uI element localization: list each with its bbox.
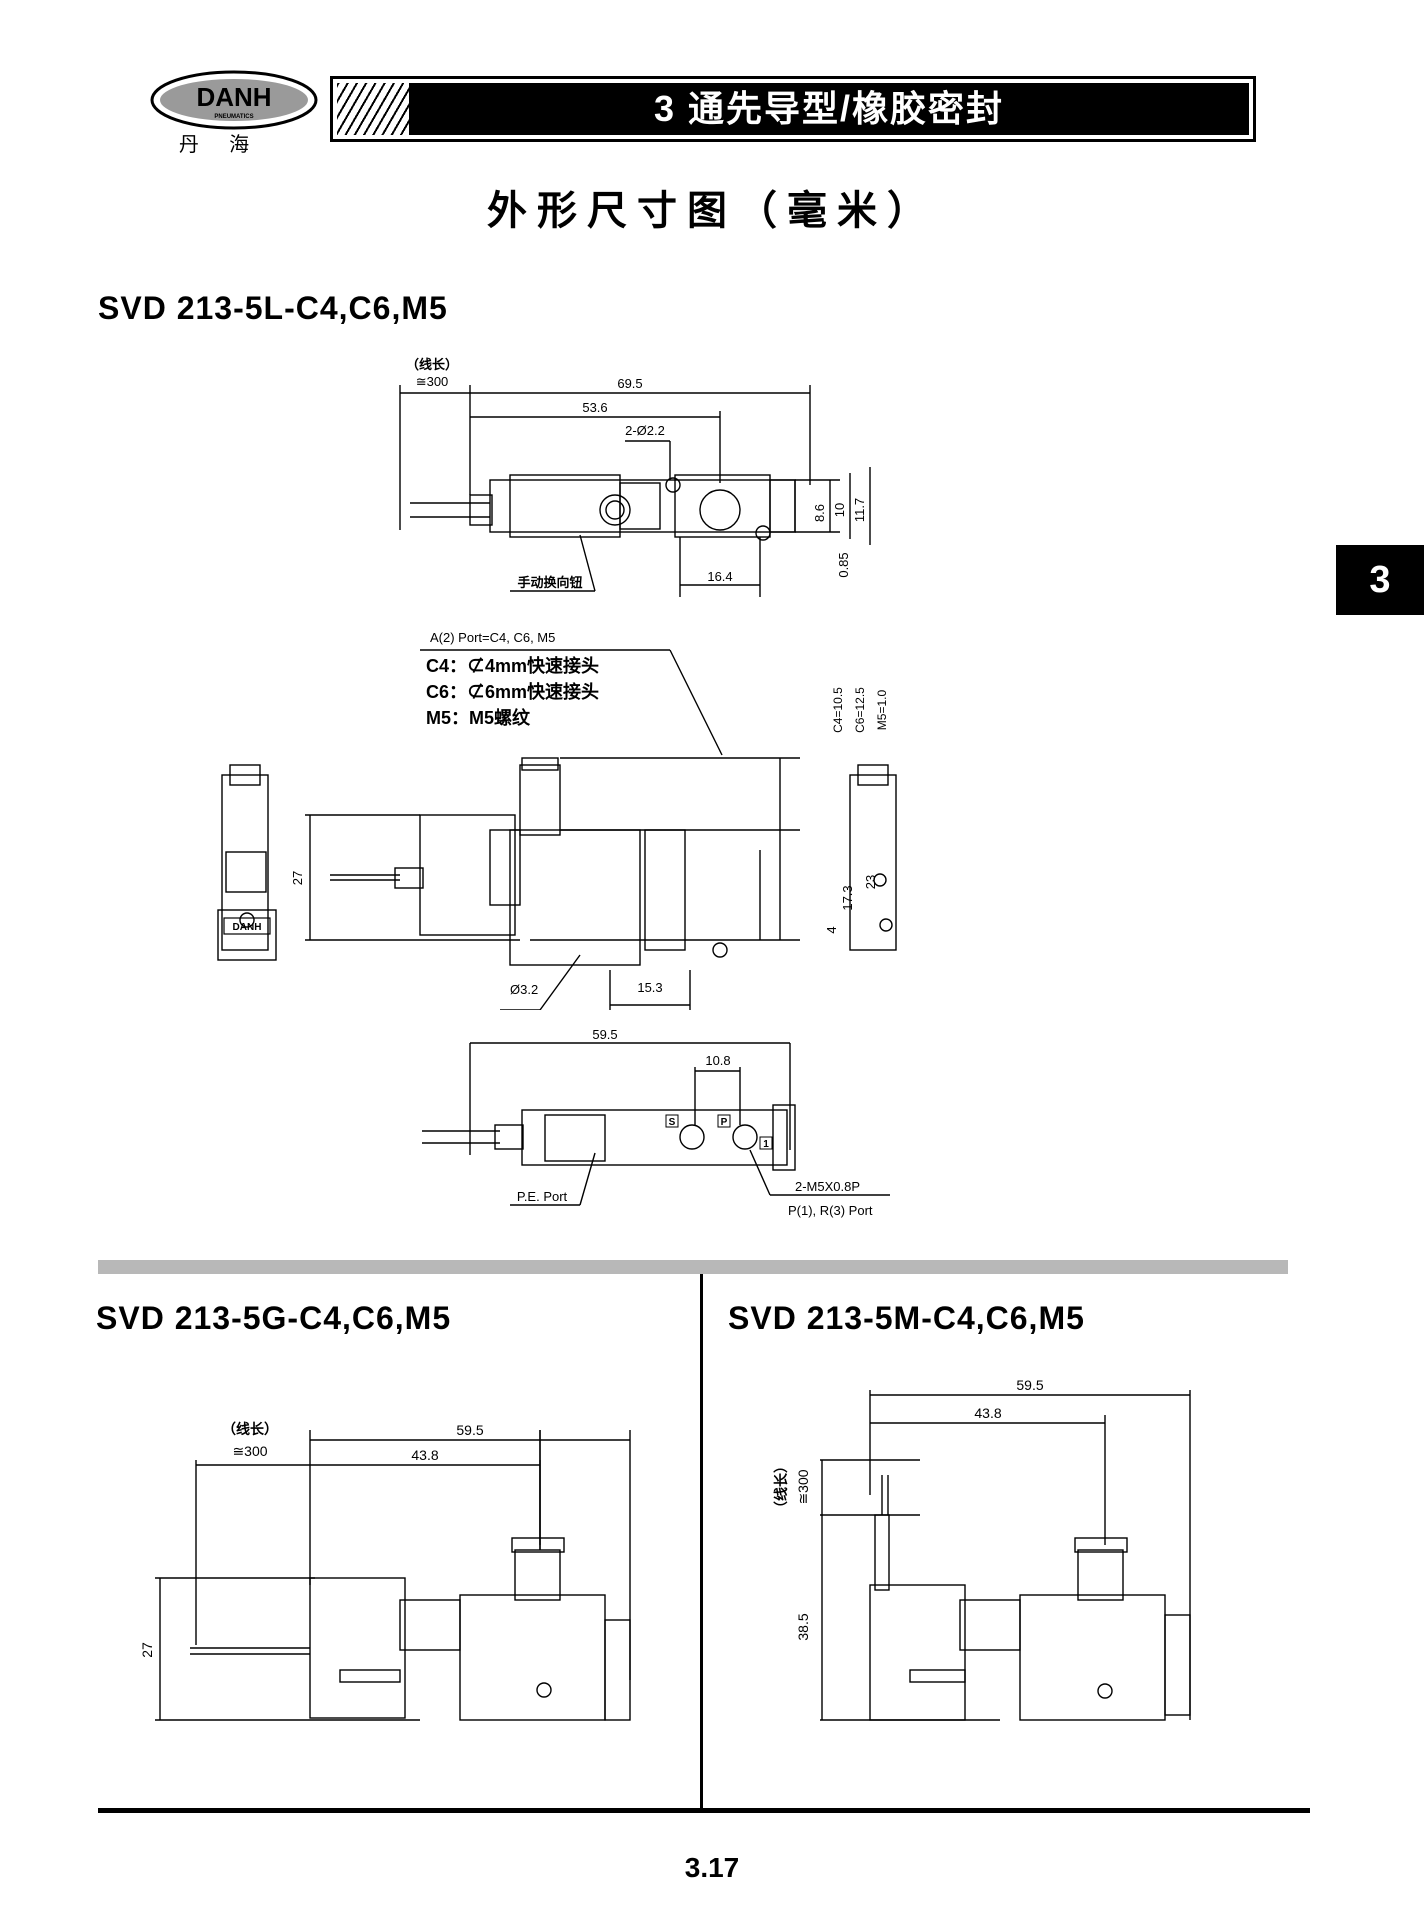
manual-override-label: 手动换向钮: [517, 575, 582, 590]
dim-c6-height: C6=12.5: [853, 687, 867, 733]
dim-4: 4: [824, 926, 839, 933]
dim-10-8: 10.8: [705, 1053, 730, 1068]
lead-label-5g: （线长）: [222, 1421, 278, 1437]
brand-logo: DANH PNEUMATICS: [150, 70, 318, 156]
lead-label-5m: （线长）: [773, 1459, 789, 1515]
drawing-5m: 59.5 43.8 （线长） ≅300 38.5: [773, 1377, 1191, 1721]
brand-name: DANH: [196, 82, 271, 112]
dim-53-6: 53.6: [582, 400, 607, 415]
dim-hole: 2-Ø2.2: [625, 423, 665, 438]
drawing-5l-bottom-view: S P 1 59.5 10.8 P.E. Port 2-M5X0.8P P(1)…: [422, 1027, 890, 1218]
dim-59-5-5m: 59.5: [1016, 1377, 1043, 1393]
port-label: A(2) Port=C4, C6, M5: [430, 630, 555, 645]
drawing-5g: （线长） ≅300 59.5 43.8 27: [140, 1421, 631, 1721]
port-note-m5: M5：M5螺纹: [426, 707, 531, 728]
mark-1: 1: [763, 1139, 769, 1150]
port-note-c6: C6：⊄6mm快速接头: [426, 681, 599, 702]
dim-59-5-5g: 59.5: [456, 1422, 483, 1438]
dim-23: 23: [863, 875, 878, 889]
dim-15-3: 15.3: [637, 980, 662, 995]
brand-cn: 丹 海: [178, 132, 262, 156]
dim-43-8-5g: 43.8: [411, 1447, 438, 1463]
drawing-5l-top-view: （线长） ≅300 69.5 53.6 2-Ø2.2 8.6 10 11.7 0…: [399, 357, 871, 597]
dim-8-6: 8.6: [812, 504, 827, 522]
footer-rule: [98, 1808, 1310, 1813]
lead-length-5m: ≅300: [795, 1469, 811, 1504]
dim-59-5: 59.5: [592, 1027, 617, 1042]
banner-hatch: [337, 83, 409, 135]
dim-hole-3-2: Ø3.2: [510, 982, 538, 997]
banner-title: 3 通先导型/橡胶密封: [409, 83, 1249, 135]
chapter-side-tab: 3: [1336, 545, 1424, 615]
dim-c4-height: C4=10.5: [831, 687, 845, 733]
lead-length: ≅300: [416, 374, 449, 389]
lead-length-5g: ≅300: [232, 1443, 267, 1459]
model-title-5m: SVD 213-5M-C4,C6,M5: [728, 1300, 1085, 1336]
dim-43-8-5m: 43.8: [974, 1405, 1001, 1421]
brand-tag: PNEUMATICS: [214, 114, 253, 120]
model-title-5l: SVD 213-5L-C4,C6,M5: [98, 290, 448, 326]
dim-11-7: 11.7: [852, 498, 867, 522]
dim-10: 10: [832, 503, 847, 517]
ports-label: P(1), R(3) Port: [788, 1203, 873, 1218]
lead-label: （线长）: [406, 357, 458, 372]
brand-logo-mark: DANH PNEUMATICS: [150, 70, 318, 130]
dim-27-5g: 27: [140, 1642, 155, 1658]
thread-label: 2-M5X0.8P: [795, 1179, 860, 1194]
drawing-5l-front-view: DANH A(2) Port=C4, C6, M5 C4：⊄4mm快速接头 C6…: [217, 630, 897, 1010]
dim-17-3: 17.3: [840, 885, 855, 910]
chapter-banner: 3 通先导型/橡胶密封: [330, 76, 1256, 142]
dim-16-4: 16.4: [707, 569, 732, 584]
side-tag-brand: DANH: [233, 922, 262, 933]
dim-38-5-5m: 38.5: [795, 1613, 811, 1640]
column-divider: [700, 1274, 703, 1810]
port-note-c4: C4：⊄4mm快速接头: [426, 655, 599, 676]
page-number: 3.17: [684, 1852, 740, 1883]
section-divider: [98, 1260, 1288, 1274]
pe-port-label: P.E. Port: [517, 1189, 568, 1204]
dim-69-5: 69.5: [617, 376, 642, 391]
dim-27: 27: [290, 871, 305, 885]
page-title: 外形尺寸图（毫米）: [487, 188, 937, 234]
dim-m5-height: M5=1.0: [875, 689, 889, 730]
model-title-5g: SVD 213-5G-C4,C6,M5: [96, 1300, 452, 1336]
dim-0-85: 0.85: [836, 552, 851, 577]
mark-s: S: [669, 1117, 676, 1128]
mark-p: P: [721, 1117, 728, 1128]
